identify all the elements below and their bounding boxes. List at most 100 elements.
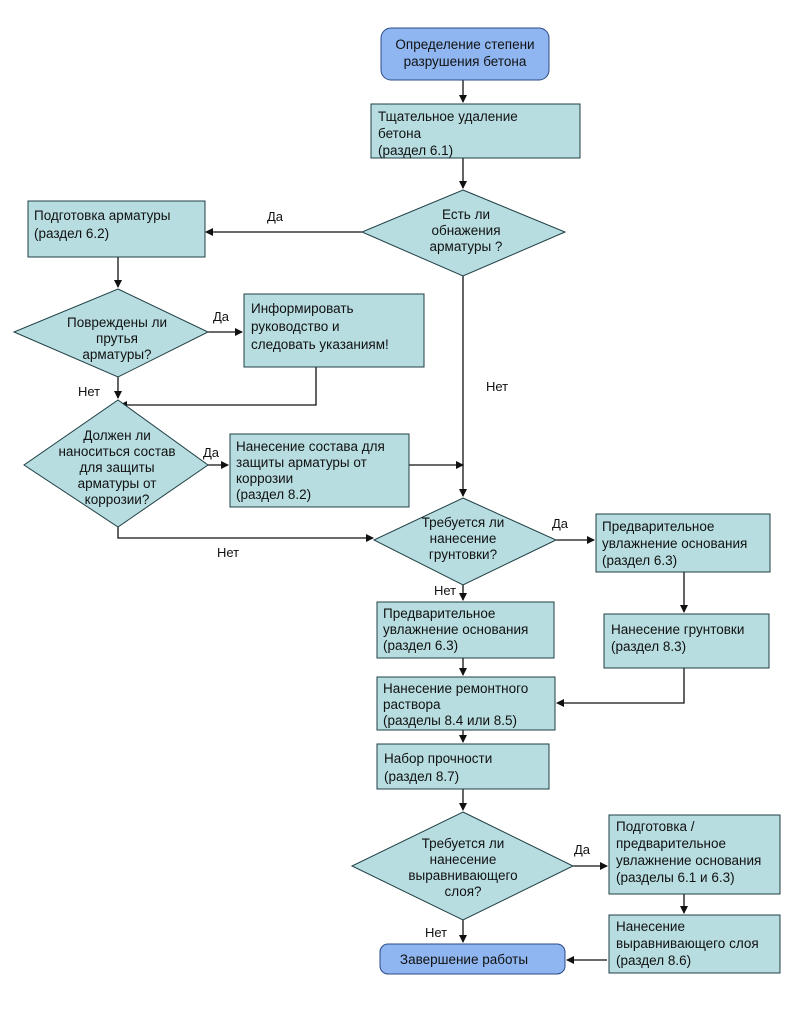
edge-label-exposed-yes: Да	[267, 209, 284, 224]
label-line: (разделы 6.1 и 6.3)	[616, 870, 735, 885]
label-line: Предварительное	[602, 519, 714, 534]
label-line: Информировать	[251, 301, 354, 316]
node-q-level	[350, 811, 575, 921]
label-start: Определение степени разрушения бетона	[395, 37, 534, 69]
label-line: бетона	[378, 126, 422, 141]
label-line: арматуры от	[78, 476, 157, 491]
label-line: Должен ли	[83, 428, 151, 443]
label-line: коррозии	[236, 471, 293, 486]
label-line: Есть ли	[442, 207, 490, 222]
edge-label-exposed-no: Нет	[486, 379, 508, 394]
label-line: Завершение работы	[400, 952, 528, 967]
label-line: защиты арматуры от	[236, 455, 367, 470]
edge-label-damaged-no: Нет	[78, 384, 100, 399]
label-line: Подготовка /	[616, 819, 695, 834]
node-apply-mortar	[376, 676, 556, 731]
label-line: выравнивающего	[408, 868, 517, 883]
label-inform: Информировать руководство и следовать указ…	[251, 301, 389, 352]
label-line: (разделы 8.4 или 8.5)	[383, 713, 517, 728]
node-apply-protect	[229, 433, 410, 508]
node-prep-rebar	[27, 200, 206, 258]
label-line: раствора	[383, 697, 441, 712]
label-line: увлажнение основания	[602, 536, 747, 551]
label-line: (раздел 8.3)	[611, 639, 686, 654]
node-q-protect	[23, 399, 209, 528]
label-line: (раздел 6.1)	[378, 143, 453, 158]
connectors	[114, 80, 688, 964]
label-line: Повреждены ли	[67, 315, 167, 330]
label-line: разрушения бетона	[404, 54, 527, 69]
label-line: Тщательное удаление	[378, 109, 518, 124]
edge-labels: Да Нет Да Нет Да Нет Да Нет Да Нет	[78, 209, 591, 940]
edge-label-protect-no: Нет	[217, 545, 239, 560]
label-line: (раздел 6.2)	[34, 226, 109, 241]
edge-label-damaged-yes: Да	[213, 309, 230, 324]
label-line: увлажнение основания	[616, 853, 761, 868]
label-apply-primer: Нанесение грунтовки (раздел 8.3)	[611, 622, 744, 654]
label-line: обнажения	[431, 223, 500, 238]
label-line: следовать указаниям!	[251, 337, 389, 352]
label-line: арматуры ?	[430, 239, 503, 254]
label-line: нанесение	[430, 531, 497, 546]
label-line: Нанесение грунтовки	[611, 622, 744, 637]
label-line: грунтовки?	[429, 547, 497, 562]
label-apply-level: Нанесение выравнивающего слоя (раздел 8.6)	[616, 919, 759, 968]
edge-inform-return	[119, 367, 317, 409]
label-line: предварительное	[616, 836, 726, 851]
edge-label-primer-no: Нет	[434, 583, 456, 598]
shapes	[12, 27, 781, 975]
label-line: руководство и	[251, 319, 340, 334]
edge-label-protect-yes: Да	[203, 445, 220, 460]
label-line: слоя?	[444, 884, 481, 899]
node-start	[380, 27, 550, 81]
label-line: (раздел 8.7)	[384, 769, 459, 784]
label-end: Завершение работы	[400, 952, 528, 967]
node-apply-level	[608, 914, 781, 974]
label-prep-rebar: Подготовка арматуры (раздел 6.2)	[34, 208, 170, 241]
label-line: наноситься состав	[58, 444, 175, 459]
edge-label-level-no: Нет	[425, 925, 447, 940]
node-q-primer	[372, 497, 558, 586]
node-labels: Определение степени разрушения бетона Тща…	[34, 37, 761, 968]
label-line: коррозии?	[85, 492, 150, 507]
label-prep-level: Подготовка / предварительное увлажнение ос…	[616, 819, 761, 885]
node-q-damaged	[12, 288, 210, 378]
label-line: прутья	[96, 331, 138, 346]
label-line: выравнивающего слоя	[616, 936, 759, 951]
node-remove	[370, 103, 581, 159]
label-line: Нанесение ремонтного	[383, 681, 528, 696]
edge-label-level-yes: Да	[574, 842, 591, 857]
label-line: увлажнение основания	[383, 622, 528, 637]
label-line: Требуется ли	[422, 836, 505, 851]
edge-protect-no	[117, 527, 374, 542]
label-line: арматуры?	[82, 347, 151, 362]
label-line: Подготовка арматуры	[34, 208, 170, 223]
label-line: (раздел 6.3)	[602, 553, 677, 568]
label-remove: Тщательное удаление бетона (раздел 6.1)	[378, 109, 518, 158]
node-q-exposed	[360, 189, 567, 277]
edge-primer-mortar	[556, 668, 685, 707]
edge-label-primer-yes: Да	[552, 516, 569, 531]
node-cure	[376, 743, 550, 790]
label-line: Нанесение состава для	[236, 439, 385, 454]
label-line: (раздел 8.2)	[236, 487, 311, 502]
label-line: для защиты	[79, 460, 154, 475]
label-line: Требуется ли	[422, 515, 505, 530]
label-line: Определение степени	[395, 37, 534, 52]
label-cure: Набор прочности (раздел 8.7)	[384, 751, 492, 784]
label-line: (раздел 6.3)	[383, 638, 458, 653]
label-line: Набор прочности	[384, 751, 492, 766]
label-line: Предварительное	[383, 606, 495, 621]
label-line: (раздел 8.6)	[616, 953, 691, 968]
node-end	[379, 943, 566, 975]
label-line: Нанесение	[616, 919, 685, 934]
